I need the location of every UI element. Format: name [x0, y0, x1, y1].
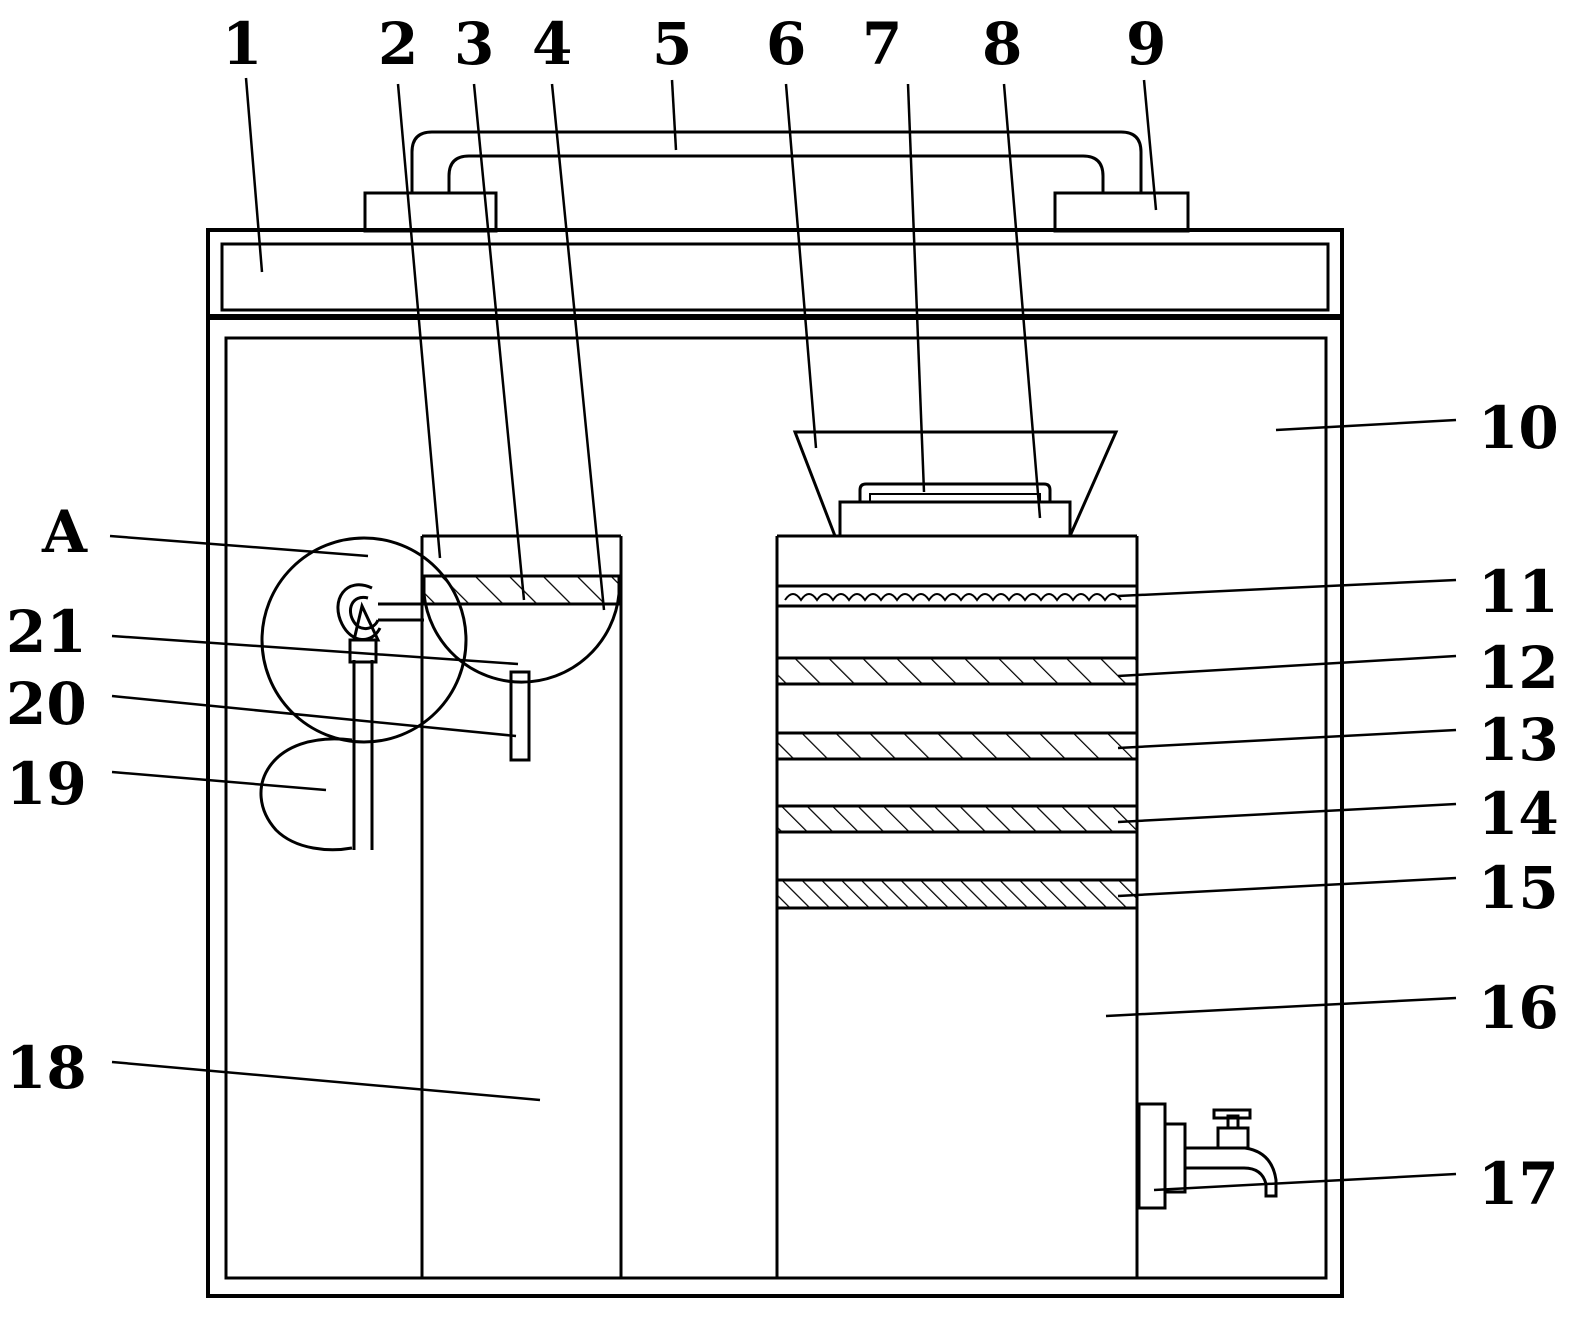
layer-15	[775, 878, 1139, 910]
label-11: 11	[1478, 558, 1559, 626]
label-3: 3	[454, 10, 494, 78]
label-6: 6	[766, 10, 806, 78]
lid	[206, 228, 1344, 318]
filter-column	[775, 534, 1139, 1278]
label-8: 8	[982, 10, 1022, 78]
label-18: 18	[6, 1034, 87, 1102]
layer-11	[777, 584, 1137, 608]
label-10: 10	[1478, 394, 1559, 462]
label-a: A	[41, 498, 88, 566]
label-20: 20	[6, 670, 87, 738]
label-19: 19	[6, 750, 87, 818]
detail-a	[259, 536, 468, 852]
label-17: 17	[1478, 1150, 1559, 1218]
funnel	[792, 430, 1119, 538]
labels: 1 2 3 4 5 6 7 8 9 10 11 12 13 14 15 16 1…	[6, 10, 1559, 1218]
label-7: 7	[862, 10, 902, 78]
label-16: 16	[1478, 974, 1559, 1042]
faucet	[1137, 1102, 1278, 1210]
label-2: 2	[378, 10, 418, 78]
label-12: 12	[1478, 634, 1559, 702]
layer-14	[775, 804, 1139, 834]
label-1: 1	[222, 10, 262, 78]
label-5: 5	[652, 10, 692, 78]
label-9: 9	[1126, 10, 1166, 78]
layer-12	[775, 656, 1139, 686]
label-15: 15	[1478, 854, 1559, 922]
label-14: 14	[1478, 780, 1559, 848]
label-21: 21	[6, 598, 87, 666]
leader-lines	[109, 77, 1457, 1192]
left-chamber	[420, 534, 623, 1278]
handle	[363, 130, 1190, 233]
label-4: 4	[532, 10, 572, 78]
label-13: 13	[1478, 706, 1559, 774]
layer-13	[775, 731, 1139, 761]
box-body	[206, 316, 1344, 1298]
